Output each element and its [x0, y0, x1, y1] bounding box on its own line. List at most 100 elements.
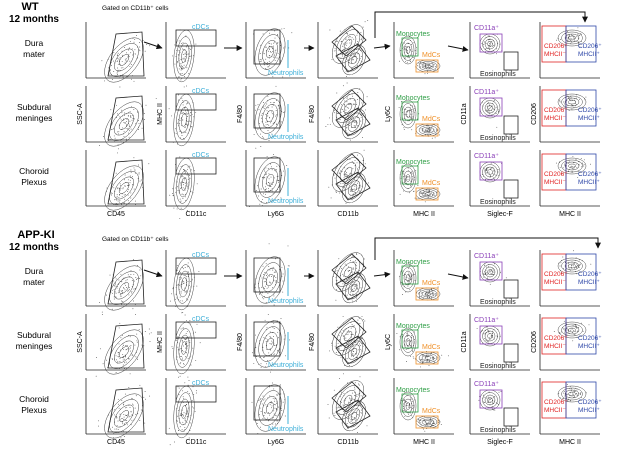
mdc-gate	[415, 351, 439, 365]
eosinophils-label: Eosinophils	[480, 71, 516, 78]
mhcii-hi-label: MHCII⁺	[578, 179, 600, 186]
macrophage-gate	[253, 157, 281, 193]
mdc-gate	[415, 415, 439, 429]
cd206-lo-label: CD206⁺	[544, 399, 568, 406]
y-axis-label: CD206	[531, 103, 538, 125]
y-axis-label: Ly6C	[385, 334, 392, 350]
cd11a-population	[479, 161, 502, 183]
monocytes-label: Monocytes	[396, 387, 430, 394]
facs-panel	[317, 250, 378, 307]
facs-panel: CD11a⁺Eosinophils	[469, 250, 530, 307]
cd45-population	[99, 97, 157, 154]
cd11b-population-2	[334, 393, 368, 440]
mhcii-hi-label: MHCII⁺	[578, 51, 600, 58]
cd11a-gate	[479, 97, 503, 117]
cd206-lo-label: CD206⁺	[544, 171, 568, 178]
facs-panel: CD11c cDCs	[165, 150, 226, 219]
facs-panel: CD206⁺MHCII⁻CD206⁺MHCII⁺	[539, 250, 602, 307]
cd206-hi-label: CD206⁺	[578, 335, 602, 342]
x-axis-label: Ly6G	[268, 439, 284, 446]
x-axis-label: Siglec-F	[487, 211, 513, 218]
row-label-line1: Choroid	[19, 166, 49, 176]
cd11c-population	[168, 380, 197, 446]
eosinophils-label: Eosinophils	[480, 135, 516, 142]
cd11a-population	[479, 33, 503, 55]
mdcs-label: MdCs	[422, 116, 441, 123]
cd206-mhcii-hi-gate	[565, 89, 597, 127]
facs-panel: CD11a⁺Eosinophils	[469, 22, 530, 79]
cd206-hi-label: CD206⁺	[578, 107, 602, 114]
cdc-gate	[175, 157, 217, 175]
gating-arrow-wt	[374, 11, 588, 38]
wt-age: 12 months	[9, 14, 59, 25]
cd206-population	[557, 384, 587, 403]
row-label-line1: Subdural	[17, 102, 51, 112]
x-axis-label: CD11c	[186, 439, 207, 446]
facs-panel: Neutrophils	[245, 22, 306, 79]
cd206-population	[556, 27, 587, 48]
row-label-line2: Plexus	[21, 405, 47, 415]
neutrophils-label: Neutrophils	[268, 198, 304, 205]
cd11a-label: CD11a⁺	[474, 381, 499, 388]
appki-title: APP-KI	[17, 229, 54, 241]
cd45-gate	[107, 259, 145, 305]
cdcs-label: cDCs	[192, 252, 210, 259]
y-axis-label: F4/80	[237, 333, 244, 351]
mhcii-population-2	[415, 123, 441, 139]
macrophage-gate	[253, 93, 281, 129]
cd206-mhcii-hi-gate	[565, 25, 597, 63]
row-label-line2: Plexus	[21, 177, 47, 187]
row-label-line2: meninges	[16, 341, 53, 351]
cd206-hi-label: CD206⁺	[578, 43, 602, 50]
neutrophils-label: Neutrophils	[268, 134, 304, 141]
eosinophil-gate	[503, 179, 519, 199]
cd206-mhcii-hi-gate	[565, 253, 597, 291]
facs-panel: CD11b	[317, 149, 378, 218]
wt-title: WT	[21, 1, 38, 13]
y-axis-label: MHC II	[157, 331, 164, 353]
mhcii-lo-label: MHCII⁻	[544, 115, 566, 122]
cd11c-population	[168, 85, 197, 147]
cd206-mhcii-hi-gate	[565, 381, 597, 419]
cdc-gate	[175, 385, 217, 403]
row-label-line2: mater	[23, 49, 45, 59]
cd11b-gate-b	[335, 399, 371, 429]
cdcs-label: cDCs	[192, 380, 210, 387]
x-axis-label: CD11c	[186, 211, 207, 218]
mhcii-hi-label: MHCII⁺	[578, 279, 600, 286]
mhcii-population-2	[415, 286, 441, 301]
monocyte-gate	[401, 37, 419, 57]
cd11b-gate-a	[331, 381, 367, 413]
row-label-line1: Subdural	[17, 330, 51, 340]
cd11b-gate-b	[335, 43, 371, 73]
facs-panel: F4/80	[309, 314, 378, 380]
cd11b-gate-a	[331, 253, 367, 285]
cd11b-population-2	[342, 34, 366, 84]
cd11b-population	[327, 376, 365, 420]
cd45-gate	[107, 387, 145, 433]
mdc-gate	[415, 287, 439, 301]
cd11b-population	[331, 252, 365, 294]
eosinophil-gate	[503, 407, 519, 427]
eosinophils-label: Eosinophils	[480, 427, 516, 434]
monocytes-label: Monocytes	[396, 323, 430, 330]
mhcii-hi-label: MHCII⁺	[578, 407, 600, 414]
ly6g-population	[249, 154, 288, 212]
mdcs-label: MdCs	[422, 408, 441, 415]
macrophage-gate	[253, 385, 281, 421]
cd11b-population	[329, 20, 369, 67]
cd206-hi-label: CD206⁺	[578, 399, 602, 406]
cdcs-label: cDCs	[192, 152, 210, 159]
mhcii-hi-label: MHCII⁺	[578, 115, 600, 122]
